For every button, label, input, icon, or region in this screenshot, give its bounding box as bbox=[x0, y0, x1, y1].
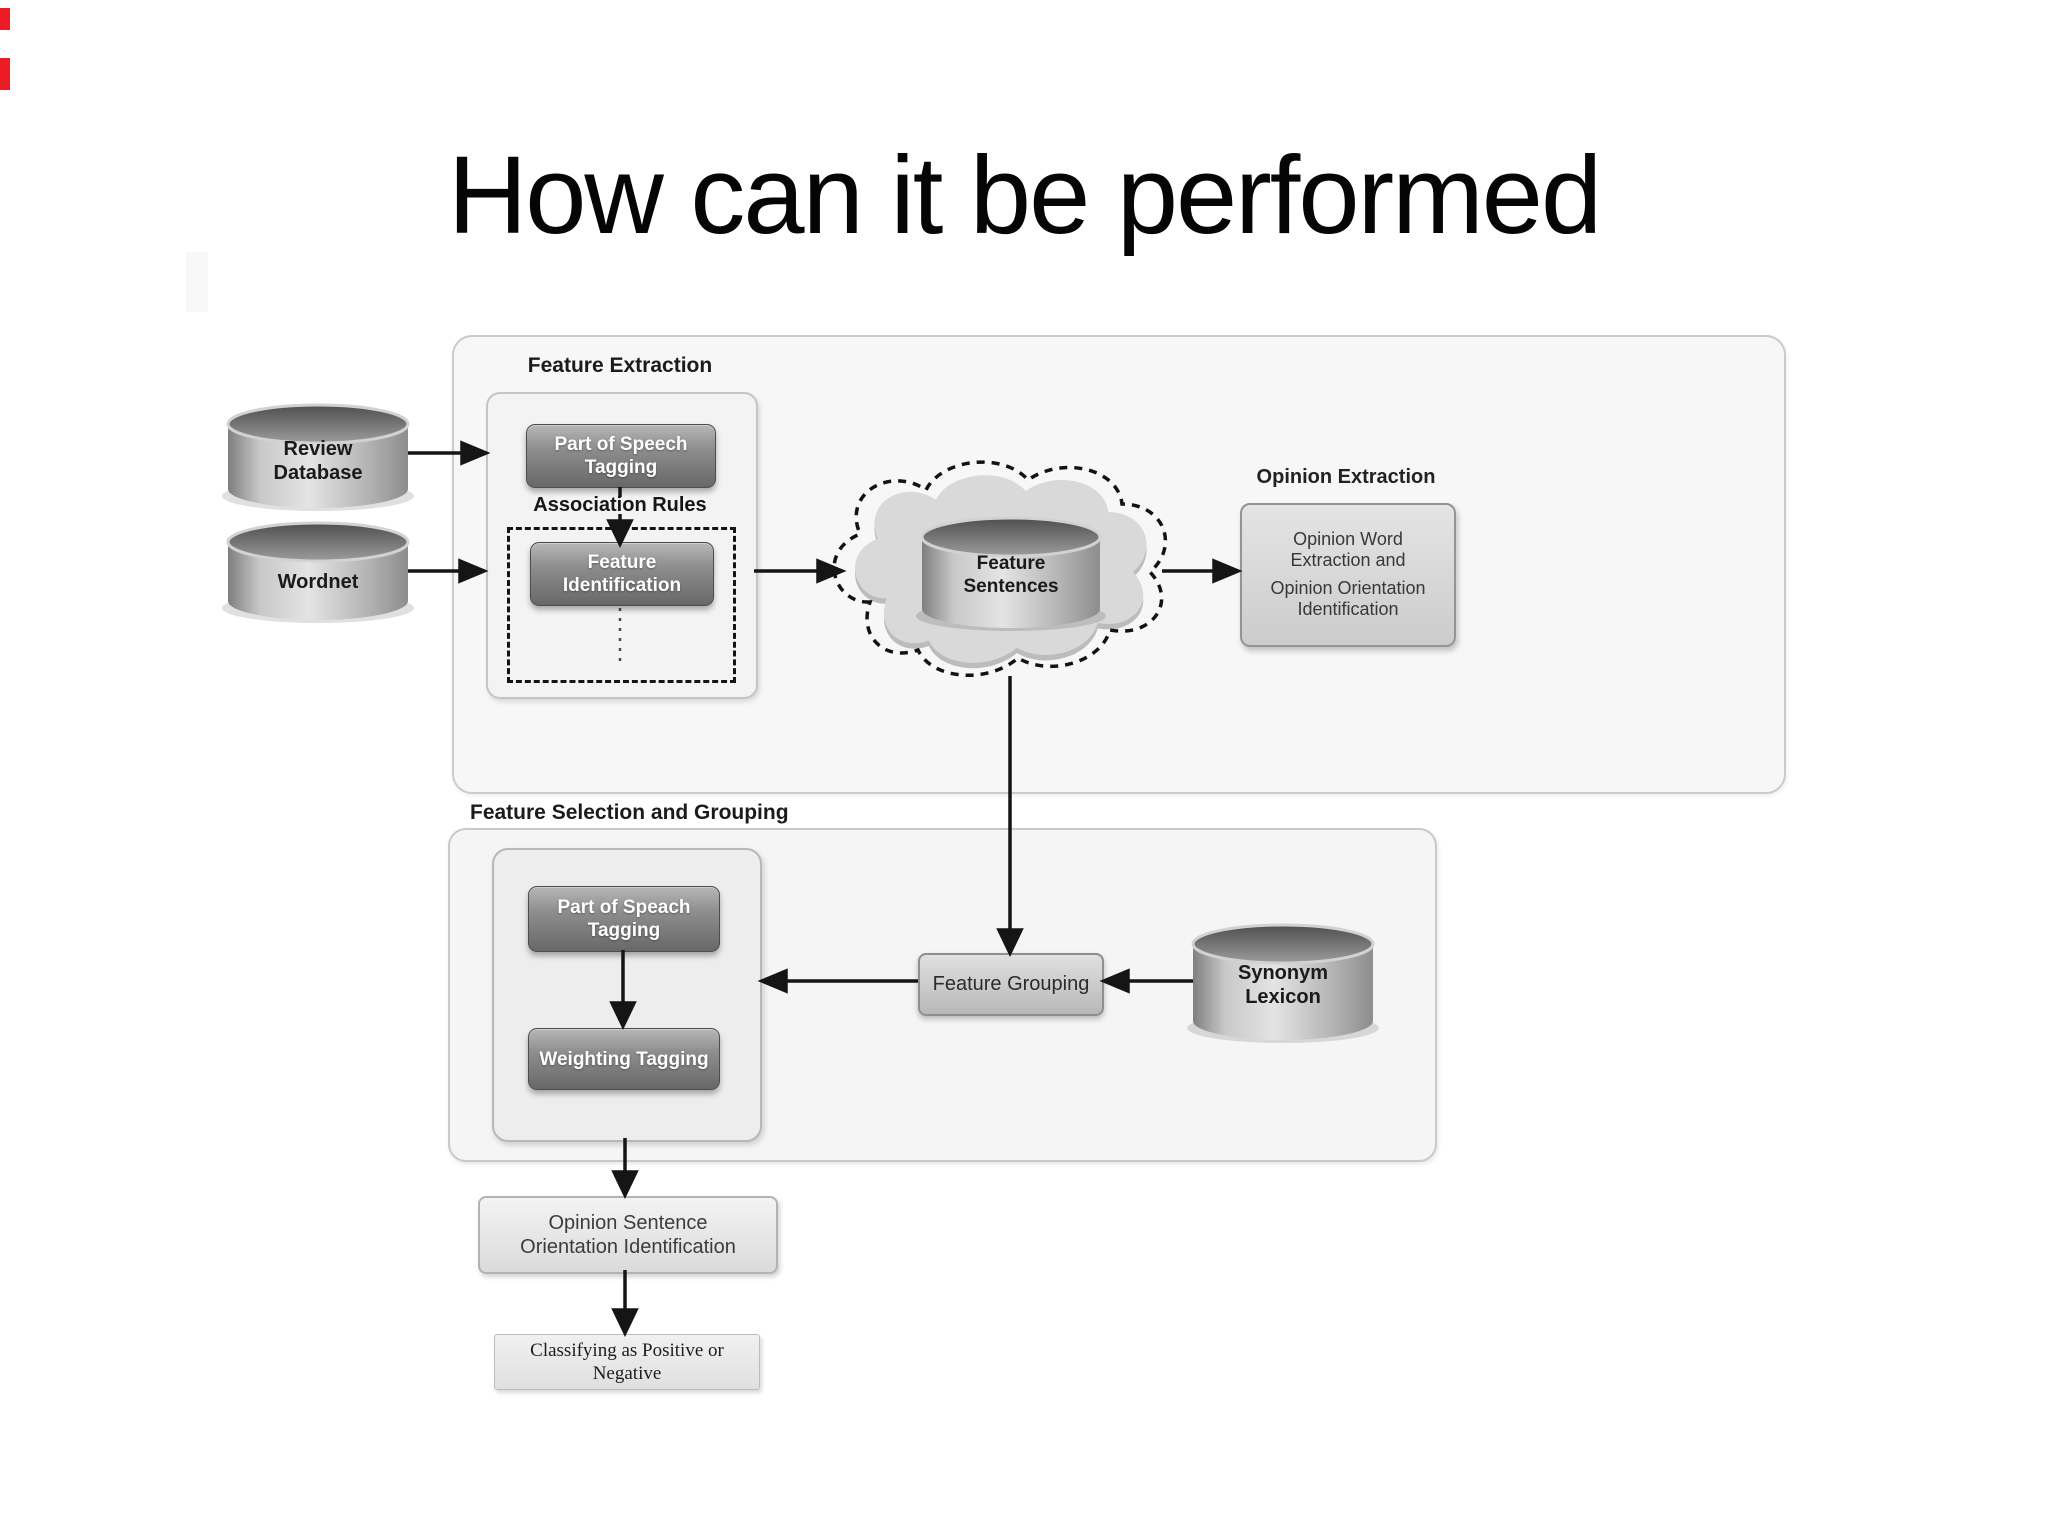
classifying-box: Classifying as Positive or Negative bbox=[494, 1334, 760, 1390]
opinion-sentence-box: Opinion Sentence Orientation Identificat… bbox=[478, 1196, 778, 1274]
opinion-box-line1: Opinion Word Extraction and bbox=[1290, 529, 1406, 570]
faint-artifact-rect bbox=[186, 252, 208, 312]
opinion-box-line2: Opinion Orientation Identification bbox=[1270, 578, 1426, 619]
red-edge-mark-bottom bbox=[0, 58, 10, 90]
feature-grouping-box: Feature Grouping bbox=[918, 953, 1104, 1016]
classifying-text: Classifying as Positive or Negative bbox=[530, 1340, 724, 1384]
opinion-sentence-text: Opinion Sentence Orientation Identificat… bbox=[520, 1212, 736, 1258]
pos-tagging-box-top: Part of Speech Tagging bbox=[526, 424, 716, 488]
weighting-tagging-box: Weighting Tagging bbox=[528, 1028, 720, 1090]
feature-identification-box: Feature Identification bbox=[530, 542, 714, 606]
page-title: How can it be performed bbox=[447, 134, 1602, 257]
feature-selection-grouping-label: Feature Selection and Grouping bbox=[470, 801, 789, 824]
opinion-extraction-box: Opinion Word Extraction and Opinion Orie… bbox=[1240, 503, 1456, 647]
opinion-extraction-label: Opinion Extraction bbox=[1256, 466, 1436, 488]
feature-extraction-label: Feature Extraction bbox=[527, 354, 713, 377]
pos-tagging-box-bottom: Part of Speach Tagging bbox=[528, 886, 720, 952]
association-rules-label: Association Rules bbox=[533, 494, 707, 516]
red-edge-mark-top bbox=[0, 8, 10, 30]
